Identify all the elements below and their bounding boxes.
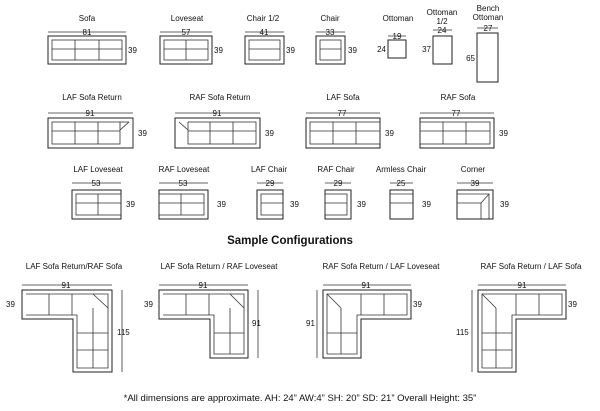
config-label: RAF Sofa Return / LAF Sofa <box>481 262 582 271</box>
width-dimension: 19 <box>393 32 402 41</box>
piece-laf-sofa: LAF Sofa 77 39 <box>305 93 394 149</box>
piece-label: Ottoman <box>383 14 414 23</box>
piece-raf-chair: RAF Chair 29 39 <box>317 165 366 220</box>
depth-dimension: 39 <box>348 46 357 55</box>
piece-label: Sofa <box>79 14 96 23</box>
piece-label: RAF Sofa Return <box>190 93 251 102</box>
depth-dimension: 39 <box>144 300 153 309</box>
width-dimension: 24 <box>438 26 447 35</box>
width-dimension: 77 <box>338 109 347 118</box>
piece-bench-ottoman: Bench Ottoman 27 65 <box>466 4 504 83</box>
width-dimension: 27 <box>484 24 493 33</box>
width-dimension: 29 <box>334 179 343 188</box>
length-dimension: 115 <box>456 328 469 337</box>
footnote: *All dimensions are approximate. AH: 24”… <box>124 393 477 404</box>
depth-dimension: 37 <box>422 45 431 54</box>
depth-dimension: 39 <box>290 200 299 209</box>
width-dimension: 53 <box>92 179 101 188</box>
piece-sofa: Sofa 81 39 <box>47 14 137 65</box>
depth-dimension: 39 <box>265 129 274 138</box>
config-label: RAF Sofa Return / LAF Loveseat <box>323 262 441 271</box>
width-dimension: 91 <box>362 281 371 290</box>
depth-dimension: 39 <box>286 46 295 55</box>
width-dimension: 91 <box>86 109 95 118</box>
piece-laf-sofa-return: LAF Sofa Return 91 39 <box>47 93 147 149</box>
depth-dimension: 39 <box>138 129 147 138</box>
piece-label: RAF Sofa <box>441 93 476 102</box>
piece-corner: Corner 39 39 <box>456 165 509 220</box>
piece-label: RAF Chair <box>317 165 355 174</box>
piece-label: Chair <box>320 14 339 23</box>
piece-armless-chair: Armless Chair 25 39 <box>376 165 431 220</box>
config-raf-return-laf-sofa: RAF Sofa Return / LAF Sofa 91 39 115 <box>456 262 582 373</box>
piece-loveseat: Loveseat 57 39 <box>159 14 223 65</box>
width-dimension: 91 <box>199 281 208 290</box>
config-laf-return-raf-sofa: LAF Sofa Return/RAF Sofa 91 39 115 <box>6 262 130 373</box>
piece-label: LAF Sofa Return <box>62 93 122 102</box>
piece-ottoman-half: Ottoman 1/2 24 37 <box>422 8 458 65</box>
depth-dimension: 65 <box>466 54 475 63</box>
piece-label: Corner <box>461 165 486 174</box>
piece-label: LAF Chair <box>251 165 287 174</box>
depth-dimension: 39 <box>500 200 509 209</box>
config-label: LAF Sofa Return / RAF Loveseat <box>161 262 279 271</box>
piece-label: LAF Sofa <box>326 93 360 102</box>
length-dimension: 91 <box>306 319 315 328</box>
depth-dimension: 39 <box>499 129 508 138</box>
width-dimension: 91 <box>213 109 222 118</box>
piece-label: RAF Loveseat <box>159 165 210 174</box>
piece-label-line-2: 1/2 <box>436 17 448 26</box>
config-label: LAF Sofa Return/RAF Sofa <box>26 262 123 271</box>
width-dimension: 33 <box>326 28 335 37</box>
piece-label: Loveseat <box>171 14 204 23</box>
piece-label: LAF Loveseat <box>73 165 123 174</box>
depth-dimension: 39 <box>214 46 223 55</box>
depth-dimension: 39 <box>126 200 135 209</box>
piece-label: Ottoman <box>427 8 458 17</box>
length-dimension: 115 <box>117 328 130 337</box>
width-dimension: 53 <box>179 179 188 188</box>
piece-chair: Chair 33 39 <box>315 14 357 65</box>
width-dimension: 77 <box>452 109 461 118</box>
width-dimension: 25 <box>397 179 406 188</box>
depth-dimension: 24 <box>377 45 386 54</box>
piece-raf-loveseat: RAF Loveseat 53 39 <box>158 165 226 220</box>
piece-chair-half: Chair 1/2 41 39 <box>244 14 295 65</box>
width-dimension: 91 <box>518 281 527 290</box>
width-dimension: 57 <box>182 28 191 37</box>
width-dimension: 29 <box>266 179 275 188</box>
piece-label: Chair 1/2 <box>247 14 280 23</box>
depth-dimension: 39 <box>413 300 422 309</box>
depth-dimension: 39 <box>357 200 366 209</box>
piece-label: Armless Chair <box>376 165 427 174</box>
piece-laf-chair: LAF Chair 29 39 <box>251 165 299 220</box>
depth-dimension: 39 <box>568 300 577 309</box>
piece-raf-sofa: RAF Sofa 77 39 <box>419 93 508 149</box>
config-laf-return-raf-loveseat: LAF Sofa Return / RAF Loveseat 91 39 91 <box>144 262 279 359</box>
length-dimension: 91 <box>252 319 261 328</box>
width-dimension: 41 <box>260 28 269 37</box>
depth-dimension: 39 <box>385 129 394 138</box>
piece-raf-sofa-return: RAF Sofa Return 91 39 <box>174 93 274 149</box>
width-dimension: 39 <box>471 179 480 188</box>
piece-laf-loveseat: LAF Loveseat 53 39 <box>71 165 135 220</box>
depth-dimension: 39 <box>217 200 226 209</box>
depth-dimension: 39 <box>422 200 431 209</box>
config-raf-return-laf-loveseat: RAF Sofa Return / LAF Loveseat 91 39 91 <box>306 262 441 359</box>
section-heading: Sample Configurations <box>227 235 353 247</box>
piece-ottoman: Ottoman 19 24 <box>377 14 414 59</box>
depth-dimension: 39 <box>128 46 137 55</box>
width-dimension: 81 <box>83 28 92 37</box>
piece-label: Bench <box>477 4 500 13</box>
width-dimension: 91 <box>62 281 71 290</box>
piece-label-line-2: Ottoman <box>473 13 504 22</box>
depth-dimension: 39 <box>6 300 15 309</box>
